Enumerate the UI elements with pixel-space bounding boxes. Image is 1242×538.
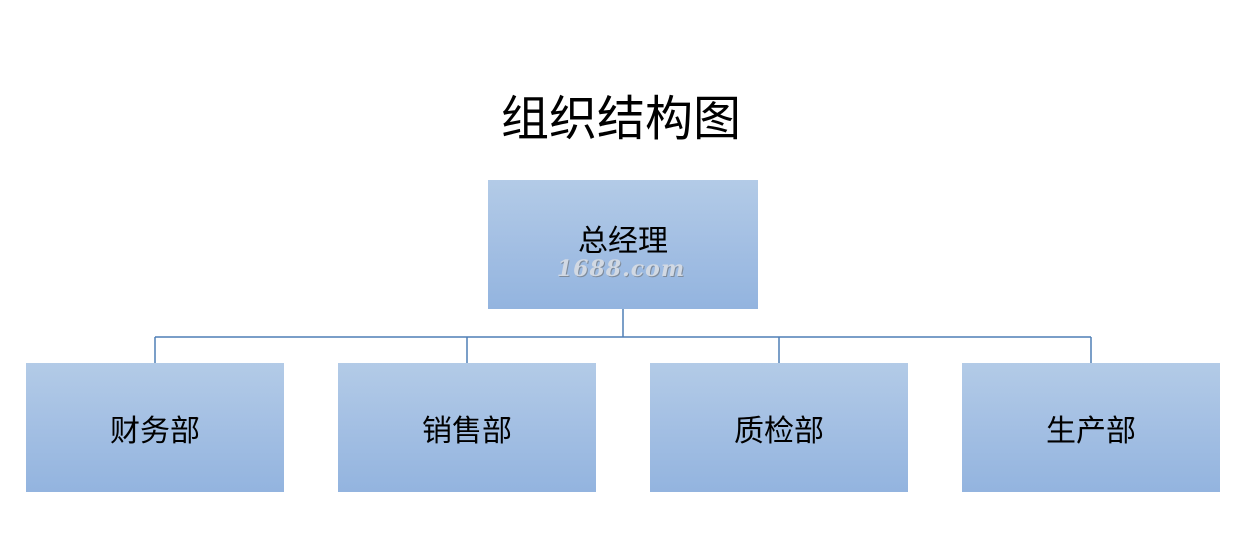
watermark-text: 1688.com: [556, 256, 686, 282]
child-node-finance[interactable]: 财务部: [26, 363, 284, 492]
child-node-production[interactable]: 生产部: [962, 363, 1220, 492]
chart-title: 组织结构图: [500, 91, 741, 147]
child-node-label: 销售部: [422, 413, 512, 449]
root-node-general-manager[interactable]: 总经理: [488, 180, 758, 309]
child-node-sales[interactable]: 销售部: [338, 363, 596, 492]
root-node-label: 总经理: [578, 224, 668, 259]
child-node-label: 生产部: [1046, 413, 1136, 449]
child-node-quality-control[interactable]: 质检部: [650, 363, 908, 492]
child-node-label: 质检部: [734, 413, 824, 449]
child-node-label: 财务部: [110, 413, 200, 449]
